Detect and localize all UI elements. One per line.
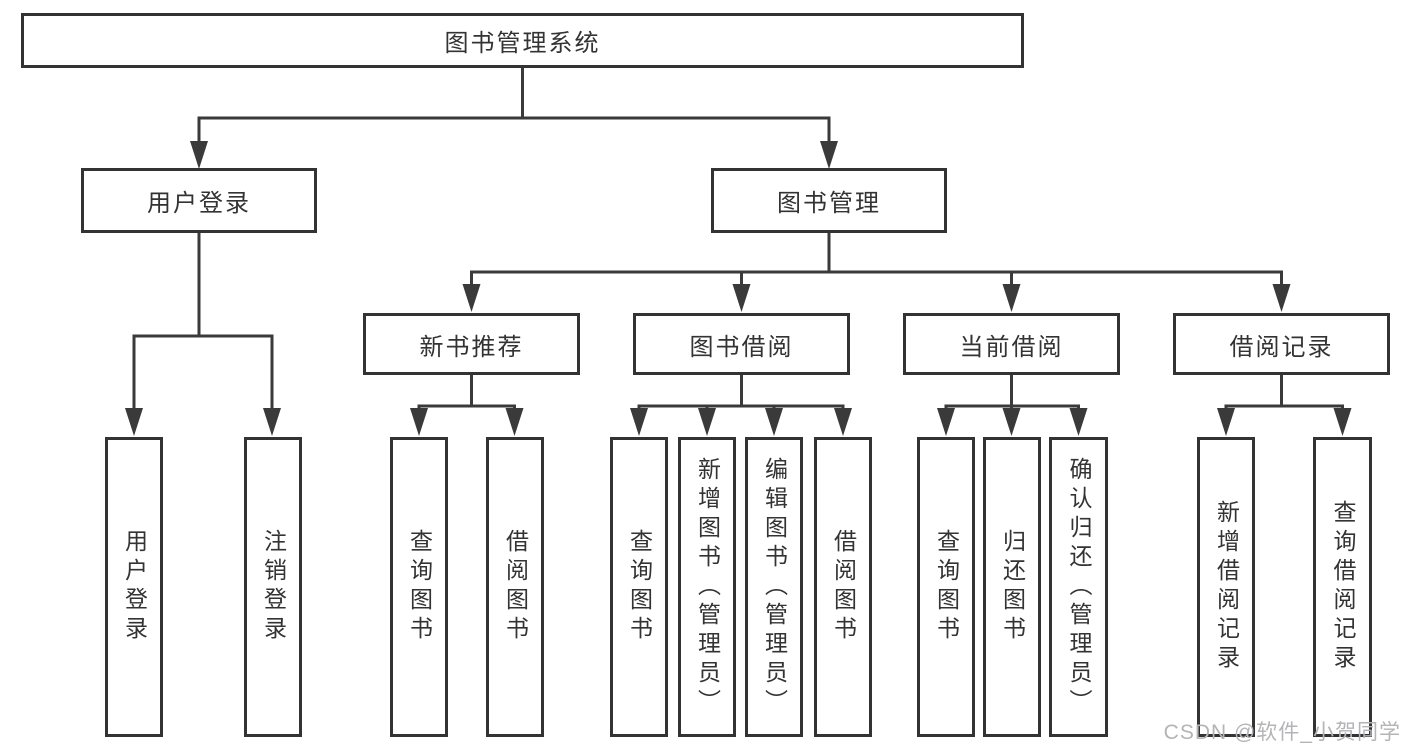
leaf-borrow-books-recommend: 借阅图书 [486,437,544,737]
node-label: 借阅记录 [1229,333,1334,361]
node-label: 新书推荐 [419,333,524,361]
node-label: 当前借阅 [959,333,1064,361]
node-label: 查询借阅记录 [1330,500,1356,674]
node-label: 图书管理系统 [444,30,601,57]
node-root-library-system: 图书管理系统 [21,13,1024,68]
node-label: 查询图书 [626,529,653,645]
leaf-confirm-return-admin: 确认归还（管理员） [1049,437,1108,737]
node-borrow-records: 借阅记录 [1173,313,1390,375]
node-label: 注销登录 [260,529,287,645]
leaf-query-books-current: 查询图书 [917,437,975,737]
node-label: 用户登录 [121,529,148,645]
arrowheads [125,141,1352,436]
leaf-return-books: 归还图书 [983,437,1041,737]
csdn-watermark: CSDN @软件_小贺同学 [1163,721,1401,744]
node-label: 用户登录 [147,190,251,217]
node-user-login: 用户登录 [81,168,317,233]
node-label: 归还图书 [999,529,1026,645]
leaf-add-books-admin: 新增图书（管理员） [678,437,736,737]
node-label: 新增图书（管理员） [694,456,721,718]
leaf-add-borrow-record: 新增借阅记录 [1197,437,1255,737]
node-label: 借阅图书 [502,529,529,645]
node-label: 查询图书 [933,529,960,645]
leaf-query-books-recommend: 查询图书 [390,437,448,737]
leaf-borrow-books-borrowing: 借阅图书 [814,437,872,737]
node-label: 新增借阅记录 [1213,500,1240,674]
node-label: 查询图书 [406,529,433,645]
leaf-query-books-borrowing: 查询图书 [610,437,668,737]
node-label: 编辑图书（管理员） [761,456,788,718]
leaf-user-login: 用户登录 [105,437,163,737]
node-book-management: 图书管理 [711,168,947,233]
node-label: 借阅图书 [830,529,857,645]
node-label: 图书管理 [777,190,881,217]
node-current-borrowing: 当前借阅 [903,313,1120,375]
node-new-book-recommend: 新书推荐 [363,313,580,375]
leaf-query-borrow-record: 查询借阅记录 [1313,437,1372,737]
leaf-logout: 注销登录 [244,437,302,737]
node-book-borrowing: 图书借阅 [633,313,850,375]
node-label: 确认归还（管理员） [1066,456,1092,718]
node-label: 图书借阅 [689,333,794,361]
leaf-edit-books-admin: 编辑图书（管理员） [745,437,803,737]
